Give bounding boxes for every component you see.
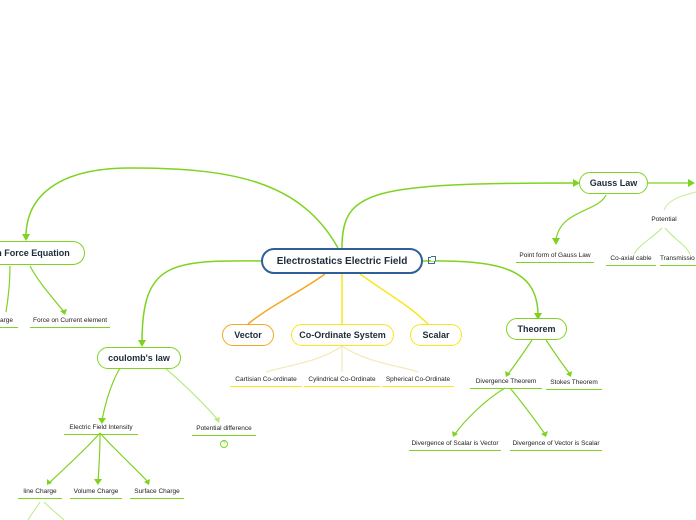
subtopic-divergence-theorem[interactable]: Divergence Theorem bbox=[470, 376, 542, 389]
link-coulomb-efi bbox=[101, 367, 121, 421]
topic-vector-label: Vector bbox=[234, 330, 262, 340]
subtopic-potential-label: Potential bbox=[651, 215, 677, 223]
link-potential-transmission bbox=[664, 227, 691, 255]
topic-vector[interactable]: Vector bbox=[222, 324, 274, 346]
subtopic-coaxial-cable[interactable]: Co-axial cable bbox=[606, 254, 656, 266]
subtopic-divergence-theorem-label: Divergence Theorem bbox=[475, 377, 537, 385]
topic-coulombs-law-label: coulomb's law bbox=[108, 353, 170, 363]
subtopic-stokes-theorem[interactable]: Stokes Theorem bbox=[546, 377, 602, 390]
subtopic-cylindrical[interactable]: Cylindrical Co-Ordinate bbox=[304, 374, 380, 387]
subtopic-potential-difference[interactable]: Potential difference bbox=[192, 424, 256, 436]
topic-theorem-label: Theorem bbox=[517, 324, 556, 334]
subtopic-line-charge-label: line Charge bbox=[23, 488, 57, 495]
link-div-scalar bbox=[454, 387, 506, 435]
subtopic-electric-field-intensity[interactable]: Electric Field Intensity bbox=[64, 423, 138, 435]
subtopic-charge[interactable]: arge bbox=[0, 316, 18, 328]
link-central-coulomb bbox=[141, 260, 263, 344]
link-line-child-2 bbox=[43, 501, 65, 520]
central-topic-label: Electrostatics Electric Field bbox=[276, 255, 408, 267]
link-theorem-stokes bbox=[545, 339, 571, 375]
subtopic-surface-charge-label: Surface Charge bbox=[134, 488, 180, 495]
subtopic-spherical-label: Spherical Co-Ordinate bbox=[385, 375, 451, 383]
link-central-lorentz bbox=[25, 167, 339, 249]
link-efi-surface bbox=[99, 432, 149, 483]
link-coord-spherical bbox=[341, 345, 419, 373]
link-line-child-1 bbox=[27, 501, 41, 520]
topic-gauss-law[interactable]: Gauss Law bbox=[579, 172, 648, 194]
subtopic-volume-charge[interactable]: Volume Charge bbox=[70, 487, 122, 499]
link-gauss-pointform bbox=[555, 194, 607, 241]
link-efi-line bbox=[49, 432, 101, 483]
subtopic-surface-charge[interactable]: Surface Charge bbox=[130, 487, 184, 499]
subtopic-potential-difference-label: Potential difference bbox=[196, 425, 252, 432]
note-icon[interactable]: ? bbox=[220, 440, 228, 448]
arrow-lorentz bbox=[22, 234, 30, 241]
arrow-coulomb bbox=[138, 340, 146, 347]
subtopic-transmission-label: Transmissio bbox=[660, 255, 695, 262]
topic-gauss-law-label: Gauss Law bbox=[589, 178, 638, 188]
link-potential-coaxial bbox=[633, 227, 663, 255]
link-central-gauss bbox=[341, 182, 577, 249]
link-lorentz-current bbox=[29, 265, 65, 313]
arrow-gauss bbox=[573, 179, 580, 187]
subtopic-stokes-theorem-label: Stokes Theorem bbox=[550, 378, 598, 386]
subtopic-cartesian-label: Cartisian Co-ordinate bbox=[235, 375, 297, 383]
topic-scalar-label: Scalar bbox=[422, 330, 450, 340]
link-gauss-potential bbox=[663, 191, 696, 211]
subtopic-divergence-scalar[interactable]: Divergence of Scalar is Vector bbox=[409, 438, 501, 451]
subtopic-coaxial-cable-label: Co-axial cable bbox=[610, 255, 652, 262]
link-coord-cartesian bbox=[265, 345, 343, 373]
subtopic-cartesian[interactable]: Cartisian Co-ordinate bbox=[230, 374, 302, 387]
subtopic-potential[interactable]: Potential bbox=[645, 214, 683, 226]
topic-lorentz-force[interactable]: en Force Equation bbox=[0, 241, 85, 265]
subtopic-divergence-scalar-label: Divergence of Scalar is Vector bbox=[411, 439, 499, 447]
subtopic-transmission[interactable]: Transmissio bbox=[660, 254, 696, 266]
subtopic-cylindrical-label: Cylindrical Co-Ordinate bbox=[308, 375, 376, 383]
subtopic-point-form-gauss[interactable]: Point form of Gauss Law bbox=[516, 251, 594, 263]
link-central-vector bbox=[247, 273, 326, 325]
subtopic-spherical[interactable]: Spherical Co-Ordinate bbox=[382, 374, 454, 387]
arrow-theorem bbox=[534, 313, 542, 320]
link-lorentz-charge bbox=[5, 265, 11, 313]
subtopic-volume-charge-label: Volume Charge bbox=[73, 488, 119, 495]
subtopic-point-form-gauss-label: Point form of Gauss Law bbox=[519, 252, 591, 259]
subtopic-divergence-vector[interactable]: Divergence of Vector is Scalar bbox=[510, 438, 602, 451]
external-link-icon[interactable] bbox=[428, 256, 436, 264]
link-coulomb-potential bbox=[164, 367, 219, 421]
topic-coulombs-law[interactable]: coulomb's law bbox=[97, 347, 181, 369]
subtopic-force-current-element[interactable]: Force on Current element bbox=[30, 316, 110, 328]
link-div-vector bbox=[509, 387, 546, 435]
subtopic-divergence-vector-label: Divergence of Vector is Scalar bbox=[512, 439, 600, 447]
subtopic-electric-field-intensity-label: Electric Field Intensity bbox=[69, 424, 133, 431]
topic-coordinate-system-label: Co-Ordinate System bbox=[299, 330, 386, 340]
link-efi-volume bbox=[97, 432, 101, 483]
topic-lorentz-force-label: en Force Equation bbox=[0, 248, 70, 258]
subtopic-charge-label: arge bbox=[0, 317, 14, 324]
link-central-scalar bbox=[359, 273, 429, 325]
subtopic-force-current-element-label: Force on Current element bbox=[32, 317, 108, 324]
subtopic-line-charge[interactable]: line Charge bbox=[18, 487, 62, 499]
topic-coordinate-system[interactable]: Co-Ordinate System bbox=[291, 324, 394, 346]
central-topic[interactable]: Electrostatics Electric Field bbox=[261, 248, 423, 274]
topic-scalar[interactable]: Scalar bbox=[410, 324, 462, 346]
link-central-theorem bbox=[421, 260, 539, 317]
topic-theorem[interactable]: Theorem bbox=[506, 318, 567, 340]
link-theorem-divergence bbox=[507, 339, 533, 375]
